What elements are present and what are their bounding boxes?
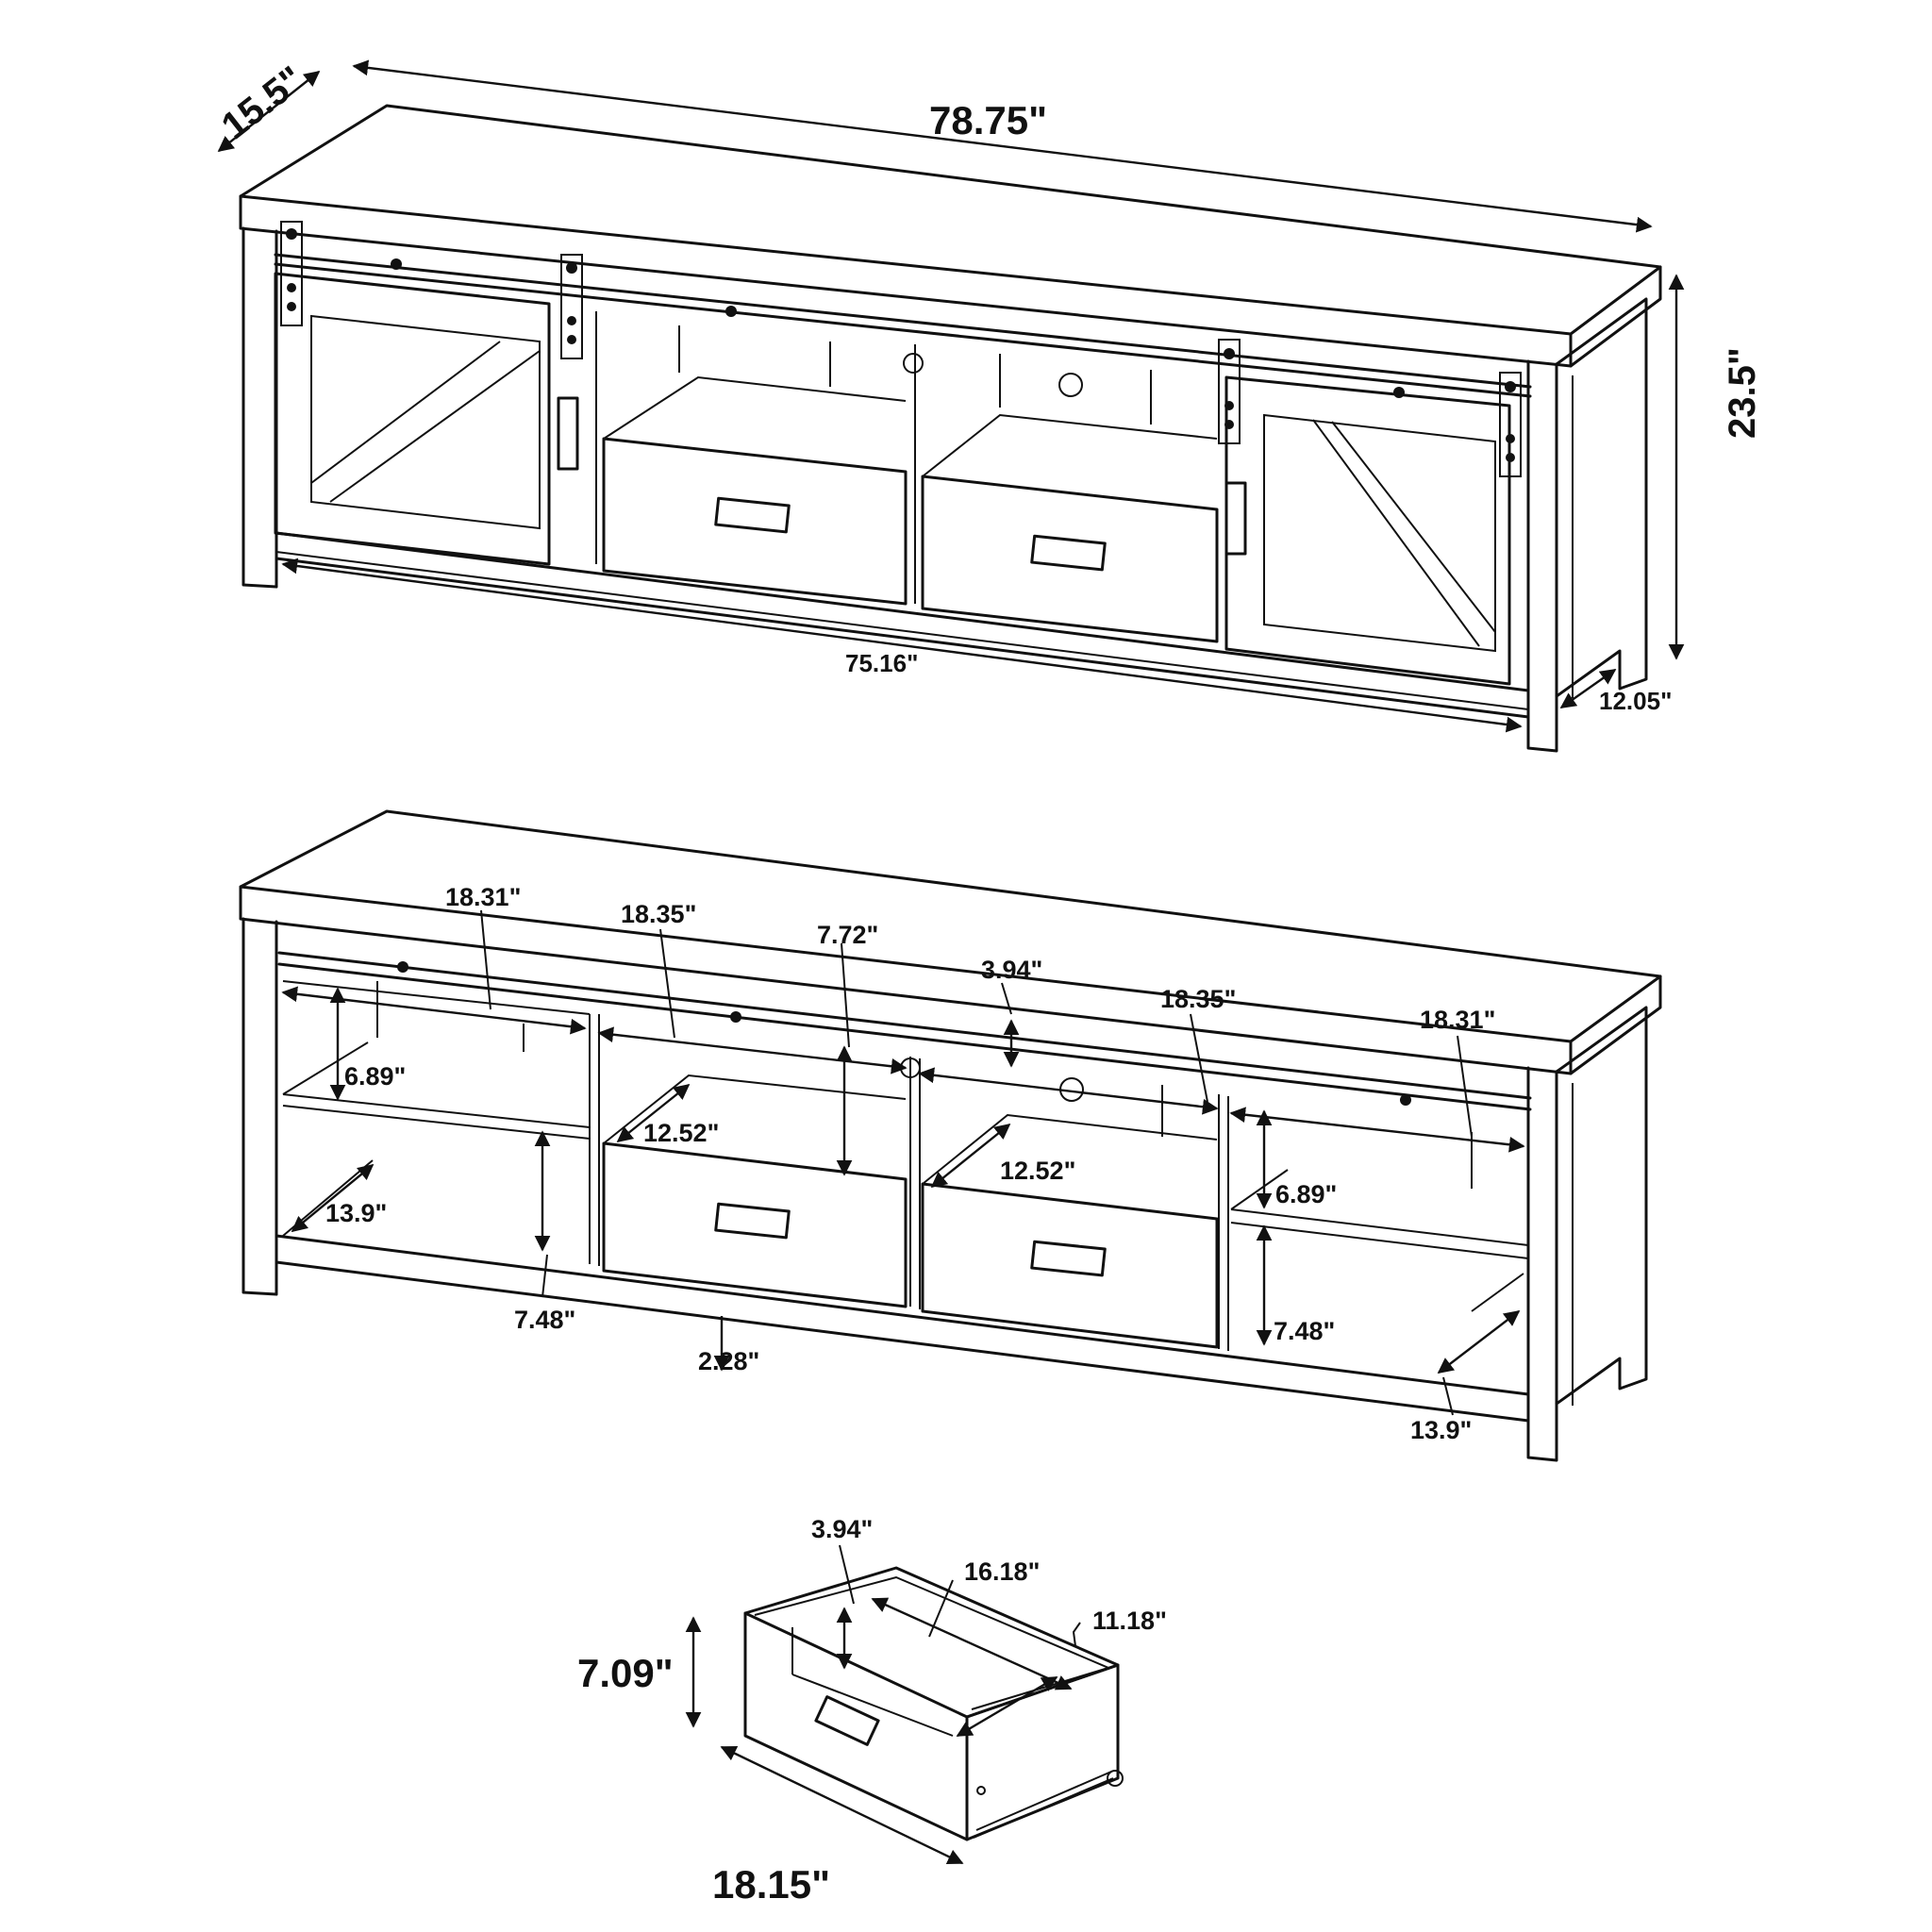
right-upper-width-label: 18.31": [1420, 1006, 1495, 1034]
left-shelf-height-label: 6.89": [344, 1062, 406, 1091]
center-left-drawer: [602, 375, 908, 606]
left-depth-label: 13.9": [325, 1199, 387, 1227]
right-shelf-height-label: 6.89": [1275, 1180, 1337, 1208]
closed-view: 78.75" 15.5" 23.5" 75.16" 12.05": [214, 58, 1763, 753]
center-right-drawer: [921, 413, 1219, 643]
right-drawer-depth-label: 12.52": [1000, 1157, 1075, 1185]
height-label: 23.5": [1722, 347, 1763, 439]
center-right-width-label: 18.35": [1160, 985, 1236, 1013]
door-hangers: [280, 221, 1522, 477]
left-lower-height-label: 7.48": [514, 1306, 575, 1334]
center-opening-height-label: 7.72": [817, 921, 878, 949]
drawer-side-height-label: 3.94": [811, 1515, 873, 1543]
drawer-inner-length-label: 16.18": [964, 1557, 1040, 1586]
base-clearance-label: 2.28": [698, 1347, 759, 1375]
right-depth-label: 13.9": [1410, 1416, 1472, 1444]
drawer-detail-view: 3.94" 16.18" 11.18" 7.09" 18.15": [577, 1515, 1167, 1907]
open-view-left-drawer: [602, 1074, 908, 1308]
open-view-right-drawer: [921, 1113, 1219, 1349]
left-upper-width-label: 18.31": [445, 883, 521, 911]
left-drawer-depth-label: 12.52": [643, 1119, 719, 1147]
cable-hole-height-label: 3.94": [981, 956, 1042, 984]
center-left-width-label: 18.35": [621, 900, 696, 928]
clearance-label: 12.05": [1599, 687, 1672, 715]
drawer-front-height-label: 7.09": [577, 1651, 674, 1695]
overall-width-label: 78.75": [929, 98, 1047, 142]
depth-label: 15.5": [214, 58, 311, 147]
drawer-inner-width-label: 11.18": [1092, 1607, 1167, 1635]
drawer-length-label: 18.15": [712, 1862, 830, 1907]
right-barn-door: [1224, 375, 1511, 686]
left-barn-door: [274, 272, 579, 566]
right-lower-height-label: 7.48": [1274, 1317, 1335, 1345]
inner-width-label: 75.16": [845, 649, 918, 677]
open-view: 18.31" 18.35" 7.72" 3.94" 18.35" 18.31" …: [239, 809, 1662, 1462]
